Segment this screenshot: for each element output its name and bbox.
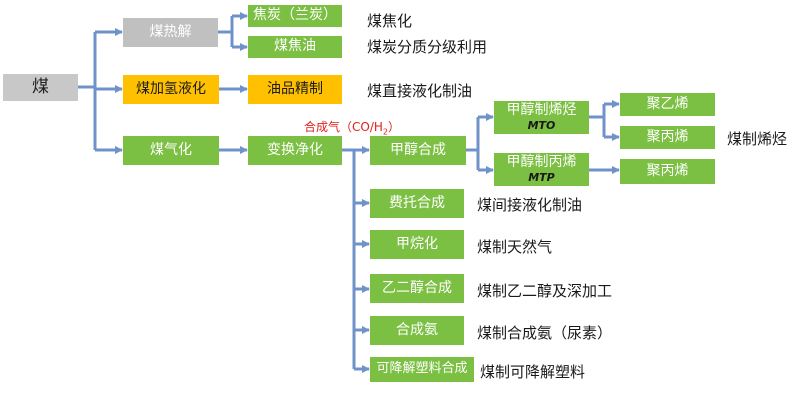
shift-purify-node: 变换净化 — [248, 136, 342, 165]
oil-refining-node: 油品精制 — [248, 75, 342, 104]
label-coal-to-olefins: 煤制烯烃 — [727, 130, 788, 148]
gasification-node: 煤气化 — [123, 136, 219, 165]
methanation-node: 甲烷化 — [370, 230, 464, 259]
coal-tar-node: 煤焦油 — [248, 36, 342, 58]
label-coking: 煤焦化 — [367, 12, 413, 30]
mtp-node: 甲醇制丙烯 MTP — [494, 153, 589, 186]
polypropylene-mtp-node: 聚丙烯 — [620, 159, 715, 184]
mtp-abbrev: MTP — [528, 171, 555, 185]
ft-synthesis-node: 费托合成 — [370, 189, 464, 218]
hydro-liquefaction-node: 煤加氢液化 — [123, 75, 219, 104]
semicoke-node: 焦炭（兰炭） — [248, 5, 342, 27]
coal-node: 煤 — [3, 74, 78, 101]
mto-node: 甲醇制烯烃 MTO — [494, 101, 589, 134]
polyethylene-node: 聚乙烯 — [620, 93, 715, 116]
label-coal-to-sng: 煤制天然气 — [477, 238, 553, 256]
mto-abbrev: MTO — [527, 119, 556, 133]
mto-label: 甲醇制烯烃 — [506, 101, 577, 118]
label-coal-to-ammonia: 煤制合成氨（尿素） — [477, 324, 613, 342]
ammonia-synthesis-node: 合成氨 — [370, 316, 464, 345]
degradable-plastic-node: 可降解塑料合成 — [370, 357, 474, 382]
label-coal-to-plastic: 煤制可降解塑料 — [480, 363, 586, 381]
eg-synthesis-node: 乙二醇合成 — [370, 274, 464, 303]
label-indirect-liquefaction: 煤间接液化制油 — [477, 196, 583, 214]
methanol-synthesis-node: 甲醇合成 — [370, 136, 466, 165]
label-grading: 煤炭分质分级利用 — [367, 38, 488, 56]
pyrolysis-node: 煤热解 — [123, 18, 218, 47]
mtp-label: 甲醇制丙烯 — [506, 153, 577, 170]
polypropylene-mto-node: 聚丙烯 — [620, 126, 715, 149]
label-direct-liquefaction: 煤直接液化制油 — [367, 82, 473, 100]
syngas-label: 合成气（CO/H2） — [304, 120, 401, 137]
label-coal-to-eg: 煤制乙二醇及深加工 — [477, 282, 613, 300]
